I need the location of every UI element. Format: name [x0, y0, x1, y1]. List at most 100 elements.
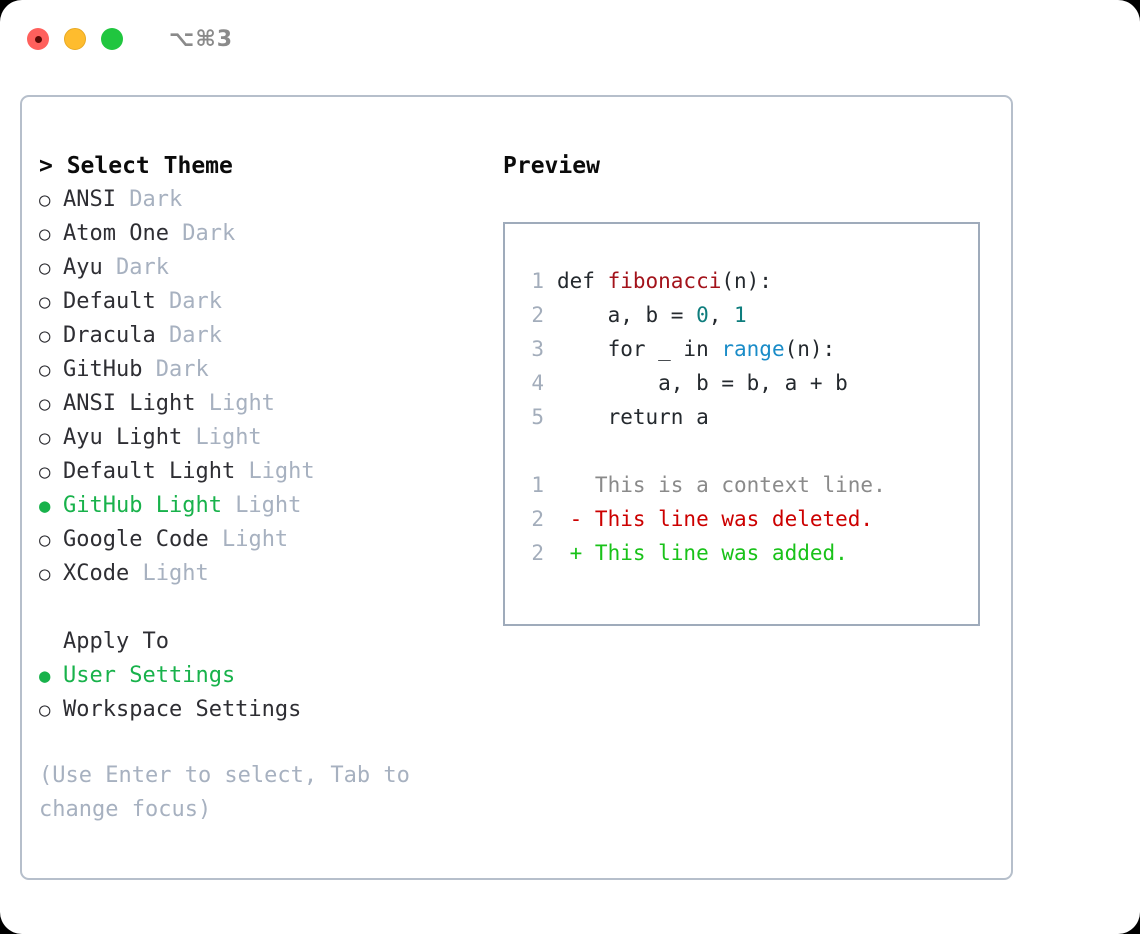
theme-option-label: GitHub Light [63, 493, 236, 518]
apply-to-option-user-settings[interactable]: ● User Settings [39, 659, 489, 693]
code-diff-spacer [505, 434, 978, 468]
line-number: 3 [531, 337, 544, 361]
theme-option-dracula[interactable]: ○ Dracula Dark [39, 319, 489, 353]
diff-line-content: - This line was deleted. [557, 507, 874, 531]
theme-option-label: Google Code [63, 527, 222, 552]
theme-option-ayu-light[interactable]: ○ Ayu Light Light [39, 421, 489, 455]
code-token-call: range [721, 337, 785, 361]
radio-unselected-icon: ○ [39, 257, 51, 279]
theme-option-label: Default Light [63, 459, 249, 484]
theme-option-xcode[interactable]: ○XCode Light [39, 557, 489, 591]
line-number: 1 [531, 473, 544, 497]
code-token-number: 1 [734, 303, 747, 327]
apply-to-option-list[interactable]: ● User Settings ○ Workspace Settings [39, 659, 489, 727]
code-token-number: 0 [696, 303, 709, 327]
radio-unselected-icon: ○ [39, 393, 51, 415]
theme-option-default-light[interactable]: ○ Default Light Light [39, 455, 489, 489]
theme-option-ansi-light[interactable]: ○ ANSI Light Light [39, 387, 489, 421]
theme-option-label: XCode [63, 561, 143, 586]
radio-unselected-icon: ○ [39, 325, 51, 347]
code-token-plain: (n): [784, 337, 836, 361]
radio-unselected-icon: ○ [39, 563, 51, 585]
line-number: 1 [531, 269, 544, 293]
apply-to-heading: ○ Apply To [39, 625, 489, 659]
line-number: 2 [531, 303, 544, 327]
theme-option-label: Ayu [63, 255, 116, 280]
theme-option-default[interactable]: ○Default Dark [39, 285, 489, 319]
theme-variant-label: Dark [115, 255, 169, 280]
line-number: 5 [531, 405, 544, 429]
close-window-button[interactable] [27, 28, 49, 50]
code-line-content: for _ in range(n): [557, 332, 836, 366]
code-line: 1 def fibonacci(n): [505, 264, 978, 298]
theme-variant-label: Dark [182, 221, 236, 246]
content-frame: > Select Theme ○ANSI Dark○Atom One Dark○… [20, 95, 1013, 880]
code-token-plain: a, b = b, a + b [557, 371, 848, 395]
diff-line-content: This is a context line. [557, 473, 886, 497]
theme-variant-label: Dark [155, 357, 209, 382]
code-line-content: return a [557, 400, 709, 434]
theme-option-label: Atom One [63, 221, 183, 246]
select-theme-heading: > Select Theme [39, 153, 233, 179]
theme-variant-label: Light [208, 391, 275, 416]
radio-unselected-icon: ○ [39, 427, 51, 449]
code-line: 3 for _ in range(n): [505, 332, 978, 366]
theme-variant-label: Dark [129, 187, 183, 212]
diff-line-content: + This line was added. [557, 541, 848, 565]
theme-option-github[interactable]: ○ GitHub Dark [39, 353, 489, 387]
radio-selected-icon: ● [39, 495, 51, 517]
radio-unselected-icon: ○ [39, 461, 51, 483]
diff-sample: 1 This is a context line.2 - This line w… [505, 468, 978, 570]
code-token-function: fibonacci [607, 269, 722, 293]
maximize-window-button[interactable] [101, 28, 123, 50]
theme-option-ansi[interactable]: ○ANSI Dark [39, 183, 489, 217]
code-line-content: def fibonacci(n): [557, 264, 772, 298]
code-token-plain: , [708, 303, 735, 327]
radio-selected-icon: ● [39, 665, 51, 687]
apply-to-option-label: User Settings [63, 663, 236, 688]
code-token-plain: a, b = [557, 303, 697, 327]
theme-option-list[interactable]: ○ANSI Dark○Atom One Dark○Ayu Dark○Defaul… [39, 183, 489, 591]
theme-selector-panel: > Select Theme ○ANSI Dark○Atom One Dark○… [39, 149, 489, 827]
diff-line-context: 1 This is a context line. [505, 468, 978, 502]
line-number: 4 [531, 371, 544, 395]
radio-unselected-icon: ○ [39, 529, 51, 551]
theme-variant-label: Dark [168, 289, 222, 314]
section-spacer [39, 591, 489, 625]
code-token-plain: (n): [721, 269, 772, 293]
theme-option-label: Ayu Light [63, 425, 196, 450]
theme-variant-label: Dark [168, 323, 222, 348]
code-token-plain: return a [557, 405, 709, 429]
code-token-plain: def [557, 269, 608, 293]
keyboard-hint-text: (Use Enter to select, Tab to change focu… [39, 763, 410, 822]
theme-option-label: GitHub [63, 357, 156, 382]
theme-option-label: Dracula [63, 323, 169, 348]
code-line: 4 a, b = b, a + b [505, 366, 978, 400]
code-line-content: a, b = 0, 1 [557, 298, 747, 332]
theme-option-ayu[interactable]: ○ Ayu Dark [39, 251, 489, 285]
theme-variant-label: Light [248, 459, 315, 484]
minimize-window-button[interactable] [64, 28, 86, 50]
theme-option-label: ANSI Light [63, 391, 209, 416]
code-line: 5 return a [505, 400, 978, 434]
radio-unselected-icon: ○ [39, 699, 51, 721]
line-number: 2 [531, 541, 544, 565]
radio-unselected-icon: ○ [39, 189, 51, 211]
theme-option-atom-one[interactable]: ○Atom One Dark [39, 217, 489, 251]
diff-line-added: 2 + This line was added. [505, 536, 978, 570]
theme-variant-label: Light [195, 425, 262, 450]
apply-to-option-label: Workspace Settings [63, 697, 302, 722]
code-token-plain: for _ in [557, 337, 722, 361]
radio-unselected-icon: ○ [39, 359, 51, 381]
traffic-lights [27, 28, 123, 50]
theme-option-label: Default [63, 289, 169, 314]
line-number: 2 [531, 507, 544, 531]
diff-line-deleted: 2 - This line was deleted. [505, 502, 978, 536]
theme-option-google-code[interactable]: ○Google Code Light [39, 523, 489, 557]
theme-option-github-light[interactable]: ●GitHub Light Light [39, 489, 489, 523]
apply-to-option-workspace-settings[interactable]: ○ Workspace Settings [39, 693, 489, 727]
